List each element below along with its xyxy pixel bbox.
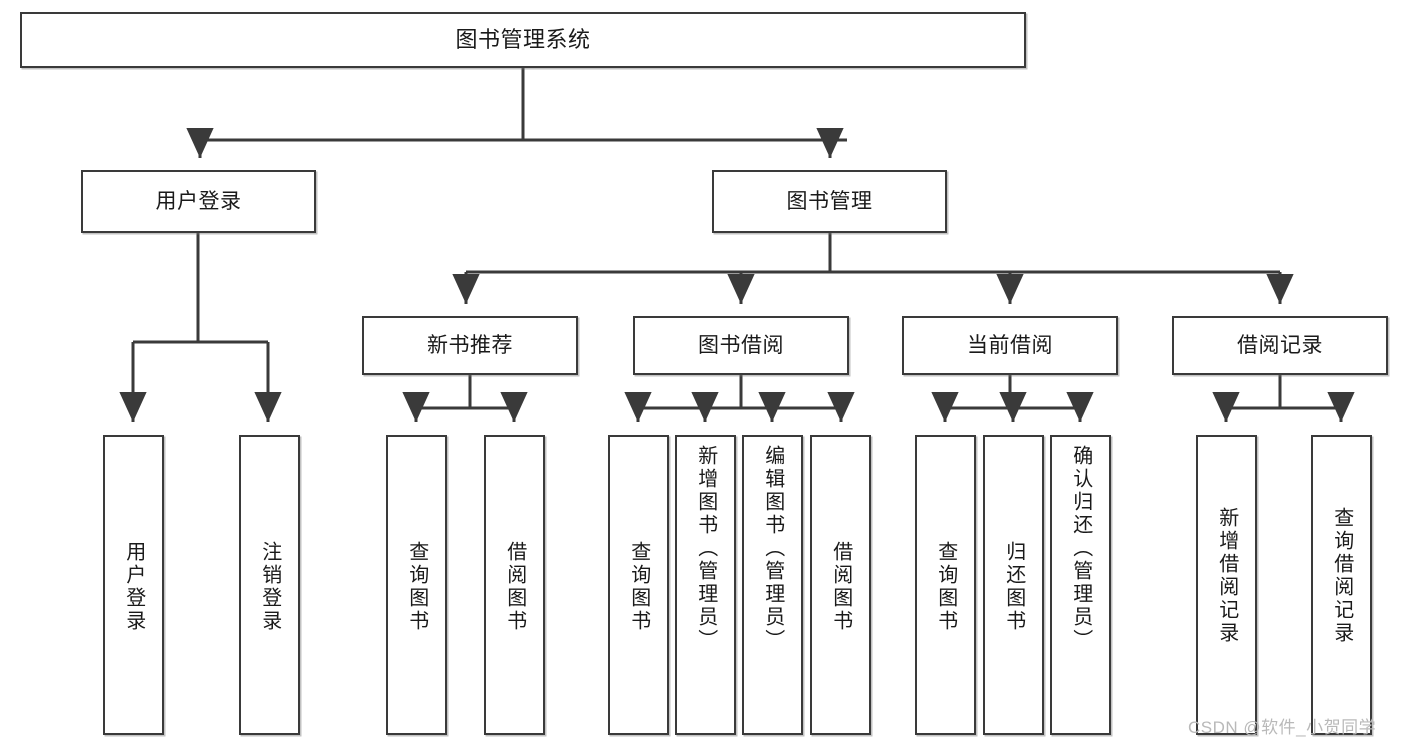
leaf-query-borrow-record[interactable]: 查询借阅记录 bbox=[1311, 435, 1372, 735]
node-borrow-record[interactable]: 借阅记录 bbox=[1172, 316, 1388, 375]
leaf-confirm-return-admin[interactable]: 确认归还（管理员） bbox=[1050, 435, 1111, 735]
node-label: 编辑图书（管理员） bbox=[761, 445, 784, 652]
leaf-return-book[interactable]: 归还图书 bbox=[983, 435, 1044, 735]
node-label: 新增图书（管理员） bbox=[694, 445, 717, 652]
node-label: 借阅记录 bbox=[1237, 333, 1323, 357]
node-label: 新增借阅记录 bbox=[1215, 507, 1238, 645]
leaf-user-login[interactable]: 用户登录 bbox=[103, 435, 164, 735]
node-label: 查询图书 bbox=[934, 541, 957, 633]
node-label: 图书借阅 bbox=[698, 333, 784, 357]
node-label: 图书管理 bbox=[786, 189, 873, 213]
leaf-query-book-current[interactable]: 查询图书 bbox=[915, 435, 976, 735]
node-label: 借阅图书 bbox=[829, 541, 852, 633]
node-label: 查询借阅记录 bbox=[1330, 507, 1353, 645]
node-label: 图书管理系统 bbox=[455, 26, 591, 52]
leaf-borrow-book-new-recommendation[interactable]: 借阅图书 bbox=[484, 435, 545, 735]
node-label: 注销登录 bbox=[258, 541, 281, 633]
node-label: 当前借阅 bbox=[967, 333, 1053, 357]
node-label: 新书推荐 bbox=[427, 333, 513, 357]
watermark-text: CSDN @软件_小贺同学 bbox=[1188, 718, 1377, 737]
node-user-login[interactable]: 用户登录 bbox=[81, 170, 316, 233]
node-root-book-management-system[interactable]: 图书管理系统 bbox=[20, 12, 1026, 68]
leaf-query-book-new-recommendation[interactable]: 查询图书 bbox=[386, 435, 447, 735]
node-label: 查询图书 bbox=[627, 541, 650, 633]
node-label: 用户登录 bbox=[122, 541, 145, 633]
node-label: 用户登录 bbox=[155, 189, 242, 213]
node-current-borrow[interactable]: 当前借阅 bbox=[902, 316, 1118, 375]
node-label: 查询图书 bbox=[405, 541, 428, 633]
leaf-borrow-book[interactable]: 借阅图书 bbox=[810, 435, 871, 735]
node-label: 归还图书 bbox=[1002, 541, 1025, 633]
leaf-query-book-borrow[interactable]: 查询图书 bbox=[608, 435, 669, 735]
node-book-borrow[interactable]: 图书借阅 bbox=[633, 316, 849, 375]
node-new-book-recommendation[interactable]: 新书推荐 bbox=[362, 316, 578, 375]
leaf-logout-login[interactable]: 注销登录 bbox=[239, 435, 300, 735]
node-label: 借阅图书 bbox=[503, 541, 526, 633]
node-label: 确认归还（管理员） bbox=[1069, 445, 1092, 652]
node-book-management[interactable]: 图书管理 bbox=[712, 170, 947, 233]
leaf-edit-book-admin[interactable]: 编辑图书（管理员） bbox=[742, 435, 803, 735]
leaf-add-book-admin[interactable]: 新增图书（管理员） bbox=[675, 435, 736, 735]
leaf-add-borrow-record[interactable]: 新增借阅记录 bbox=[1196, 435, 1257, 735]
